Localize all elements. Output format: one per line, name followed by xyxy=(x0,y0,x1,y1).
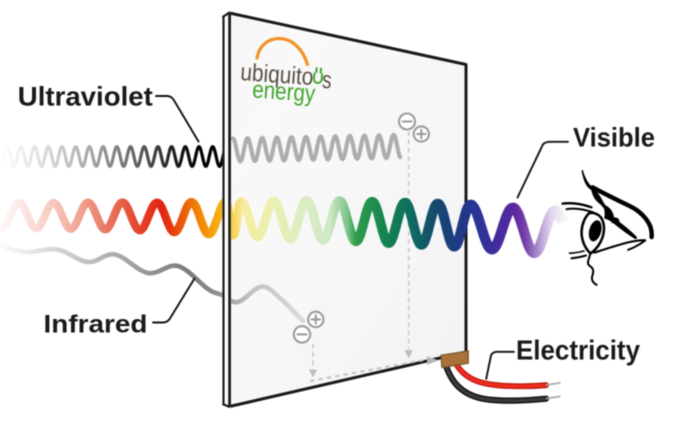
svg-text:energy: energy xyxy=(251,75,316,107)
svg-text:s: s xyxy=(321,65,332,93)
svg-text:Ultraviolet: Ultraviolet xyxy=(18,81,153,111)
svg-text:Infrared: Infrared xyxy=(44,310,148,338)
svg-text:ubiquito: ubiquito xyxy=(240,58,315,91)
svg-text:Visible: Visible xyxy=(573,123,655,153)
svg-text:Electricity: Electricity xyxy=(516,335,640,366)
